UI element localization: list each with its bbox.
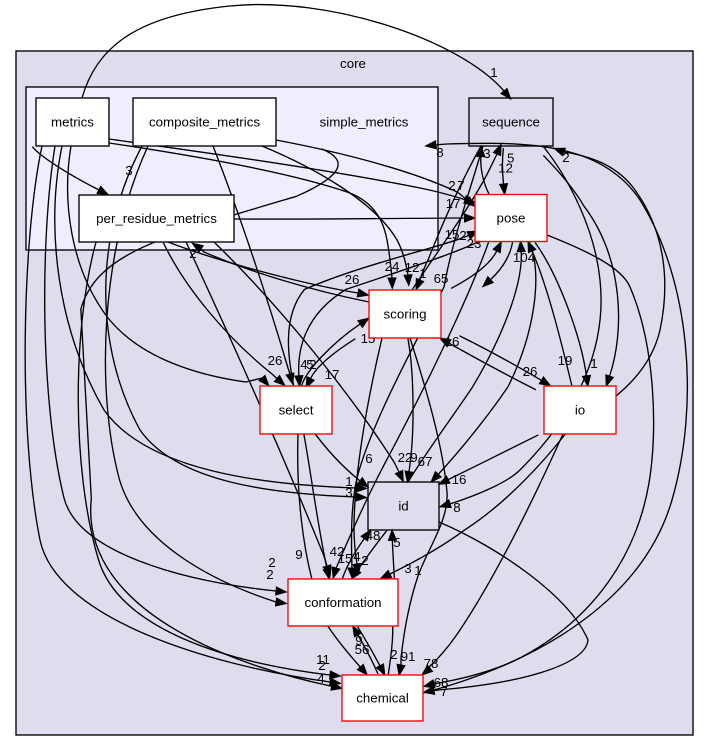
svg-text:78: 78 [424,656,439,671]
svg-text:sequence: sequence [482,115,540,130]
svg-text:chemical: chemical [356,691,409,706]
svg-text:8: 8 [453,500,460,515]
svg-text:composite_metrics: composite_metrics [149,115,260,130]
svg-text:16: 16 [452,472,467,487]
svg-text:17: 17 [446,196,461,211]
svg-text:2: 2 [562,150,569,165]
svg-text:2: 2 [459,228,466,243]
svg-text:scoring: scoring [384,307,427,322]
svg-text:6: 6 [365,451,372,466]
svg-text:1: 1 [414,563,421,578]
svg-text:26: 26 [345,272,360,287]
svg-text:2: 2 [318,658,325,673]
svg-text:select: select [279,403,314,418]
svg-text:42: 42 [330,544,345,559]
svg-text:id: id [398,499,408,514]
svg-text:91: 91 [401,649,416,664]
svg-text:4: 4 [353,549,361,564]
svg-text:17: 17 [325,367,340,382]
svg-text:metrics: metrics [51,115,94,130]
svg-text:3: 3 [125,163,132,178]
svg-text:3: 3 [483,146,490,161]
svg-text:24: 24 [385,259,400,274]
svg-text:67: 67 [418,454,433,469]
svg-text:1: 1 [490,65,497,80]
svg-text:15: 15 [445,227,460,242]
svg-text:48: 48 [366,528,381,543]
svg-text:4: 4 [300,357,308,372]
svg-text:65: 65 [434,271,449,286]
svg-text:simple_metrics: simple_metrics [320,115,409,130]
svg-text:8: 8 [436,145,443,160]
svg-text:9: 9 [410,450,417,465]
svg-text:56: 56 [355,642,370,657]
svg-text:26: 26 [268,353,283,368]
svg-text:core: core [340,56,366,71]
svg-text:26: 26 [523,364,538,379]
svg-text:68: 68 [434,675,449,690]
svg-text:pose: pose [497,211,526,226]
svg-text:12: 12 [498,161,513,176]
svg-text:2: 2 [448,178,455,193]
svg-text:2: 2 [390,647,397,662]
svg-text:104: 104 [513,250,536,265]
svg-text:11: 11 [316,652,330,667]
svg-text:16: 16 [445,334,460,349]
svg-text:2: 2 [309,357,316,372]
svg-text:per_residue_metrics: per_residue_metrics [96,211,217,226]
svg-text:1: 1 [345,474,352,489]
svg-text:io: io [575,403,585,418]
svg-text:5: 5 [507,151,514,166]
svg-text:2: 2 [268,555,275,570]
svg-text:22: 22 [398,450,413,465]
svg-text:conformation: conformation [304,595,381,610]
svg-text:2: 2 [266,567,273,582]
svg-text:2: 2 [189,246,196,261]
svg-text:9: 9 [295,547,302,562]
svg-text:7: 7 [440,684,447,699]
svg-text:9: 9 [355,633,362,648]
svg-text:3: 3 [345,485,352,500]
svg-text:5: 5 [393,535,400,550]
svg-text:4: 4 [317,671,325,686]
svg-text:1: 1 [590,356,597,371]
svg-text:5: 5 [306,357,313,372]
svg-text:3: 3 [404,561,411,576]
